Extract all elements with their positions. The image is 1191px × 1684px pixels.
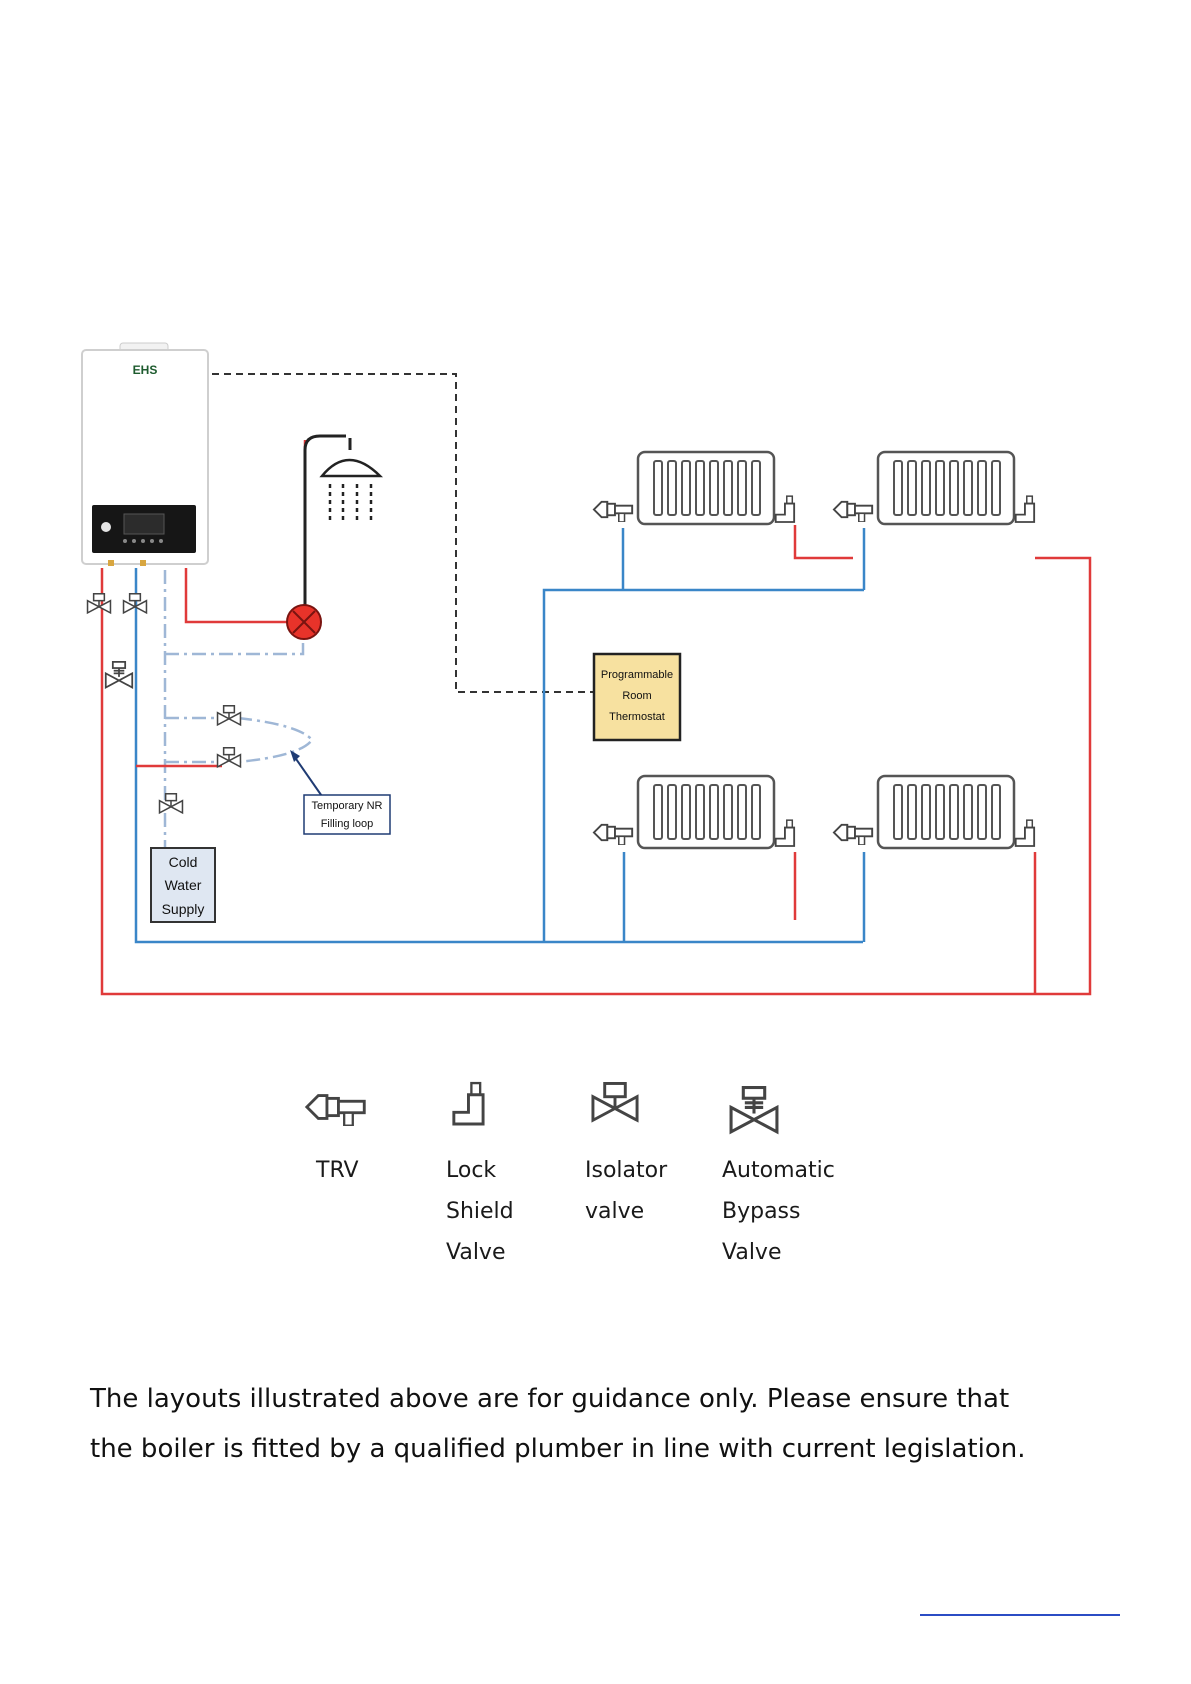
legend-lock-shield: Lock Shield Valve <box>446 1150 596 1273</box>
radiator-bottom-left <box>638 776 774 848</box>
filling-loop-line-1: Temporary NR <box>312 800 383 812</box>
filling-loop-valve-upper-icon <box>218 706 241 725</box>
control-wiring <box>212 374 593 692</box>
shower-spray <box>330 484 371 520</box>
lock-shield-valve-icon <box>454 1083 483 1124</box>
legend-isolator-line-2: valve <box>585 1191 735 1232</box>
cold-water-supply: Cold Water Supply <box>151 848 215 922</box>
room-thermostat: Programmable Room Thermostat <box>594 654 680 740</box>
filling-loop-label: Temporary NR Filling loop <box>304 795 390 834</box>
radiator-top-right <box>878 452 1014 524</box>
return-pipework <box>136 528 864 942</box>
trv-bottom-right-icon <box>834 825 872 845</box>
cold-water-line-2: Water <box>165 877 202 893</box>
legend-bypass-line-1: Automatic <box>722 1150 872 1191</box>
legend-bypass-line-2: Bypass <box>722 1191 872 1232</box>
legend-lock-shield-line-1: Lock <box>446 1150 596 1191</box>
footnote-line-2: the boiler is fitted by a qualified plum… <box>90 1424 1110 1474</box>
cold-water-line-3: Supply <box>162 901 205 917</box>
radiator-top-left <box>638 452 774 524</box>
legend-isolator: Isolator valve <box>585 1150 735 1232</box>
filling-loop-valve-lower-icon <box>218 748 241 767</box>
automatic-bypass-valve-icon <box>731 1088 777 1132</box>
lock-shield-top-left-icon <box>776 496 794 522</box>
cold-supply-isolator-valve-icon <box>160 794 183 813</box>
legend-lock-shield-line-2: Shield <box>446 1191 596 1232</box>
automatic-bypass-valve-symbol-icon <box>106 662 132 688</box>
filling-loop-pointer <box>290 750 326 802</box>
trv-top-right-icon <box>834 502 872 522</box>
boiler-brand-logo: EHS <box>133 363 158 377</box>
boiler-flow-isolator-valve-icon <box>88 594 111 613</box>
thermostat-line-2: Room <box>622 690 651 702</box>
lock-shield-bottom-right-icon <box>1016 820 1034 846</box>
filling-loop-line-2: Filling loop <box>321 818 374 830</box>
shower <box>305 436 380 610</box>
footer-rule <box>920 1614 1120 1616</box>
trv-top-left-icon <box>594 502 632 522</box>
legend-isolator-line-1: Isolator <box>585 1150 735 1191</box>
guidance-footnote: The layouts illustrated above are for gu… <box>90 1374 1110 1474</box>
legend-bypass: Automatic Bypass Valve <box>722 1150 872 1273</box>
cold-water-line-1: Cold <box>169 854 198 870</box>
legend-trv: TRV <box>316 1150 466 1191</box>
lock-shield-top-right-icon <box>1016 496 1034 522</box>
trv-bottom-left-icon <box>594 825 632 845</box>
radiator-bottom-right <box>878 776 1014 848</box>
pump <box>287 605 321 639</box>
legend-bypass-line-3: Valve <box>722 1232 872 1273</box>
legend-trv-line-1: TRV <box>316 1150 466 1191</box>
thermostat-line-1: Programmable <box>601 669 673 681</box>
footnote-line-1: The layouts illustrated above are for gu… <box>90 1374 1110 1424</box>
legend-lock-shield-line-3: Valve <box>446 1232 596 1273</box>
thermostat-line-3: Thermostat <box>609 711 665 723</box>
isolator-valve-icon <box>593 1083 637 1120</box>
trv-icon <box>307 1096 364 1126</box>
lock-shield-bottom-left-icon <box>776 820 794 846</box>
